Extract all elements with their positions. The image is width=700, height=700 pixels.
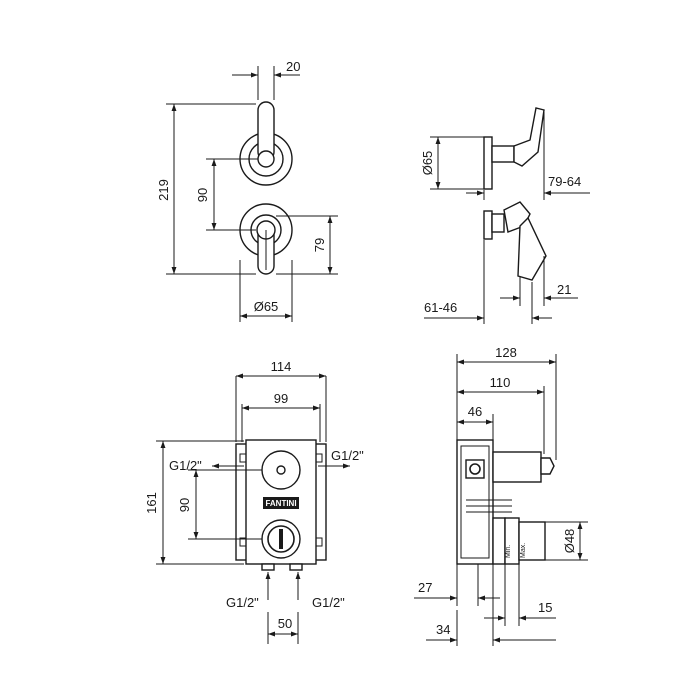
box-front-view: FANTINI 114 99 161 [144,359,364,644]
dim-front-lower-height: 79 [312,238,327,252]
dim-front-center-spacing: 90 [195,188,210,202]
dim-box-outer-width: 114 [271,359,292,374]
dim-box-depth-46: 46 [468,404,482,419]
dim-box-inner-width: 99 [274,391,288,406]
concealed-box-front-icon: FANTINI [235,439,327,571]
inlet-right-label: G1/2" [312,595,345,610]
brand-label: FANTINI [265,499,296,508]
dim-box-inlet-spacing: 50 [278,616,292,631]
dim-front-total-height: 219 [156,179,171,201]
side-view: Ø65 79-64 21 61-46 [420,107,590,324]
dim-side-depth-upper: 79-64 [548,174,581,189]
inlet-left-label: G1/2" [226,595,259,610]
dim-box-depth-34: 34 [436,622,450,637]
dim-box-depth-110: 110 [490,375,511,390]
dim-box-center-spacing: 90 [177,498,192,512]
dim-box-depth-15: 15 [538,600,552,615]
outlet-right-label: G1/2" [331,448,364,463]
dim-side-diameter: Ø65 [420,151,435,176]
brand-plate [263,497,299,509]
dim-side-depth-lower: 61-46 [424,300,457,315]
dim-box-height: 161 [144,492,159,514]
mixer-side-view-icon [483,107,547,281]
outlet-left-label: G1/2" [169,458,202,473]
dim-box-depth-27: 27 [418,580,432,595]
concealed-box-side-icon: Min. Max. [456,439,555,565]
dim-front-diameter: Ø65 [254,299,279,314]
dim-front-handle-width: 20 [286,59,300,74]
dim-box-spout-diameter: Ø48 [562,529,577,554]
front-view: 20 219 90 79 Ø65 [156,59,338,322]
dim-side-handle-offset: 21 [557,282,571,297]
mixer-front-view-icon [239,101,293,275]
box-side-view: Min. Max. 128 110 46 Ø48 27 15 [414,345,588,646]
max-label: Max. [520,543,527,558]
min-label: Min. [505,545,512,558]
dim-box-depth-total: 128 [495,345,517,360]
